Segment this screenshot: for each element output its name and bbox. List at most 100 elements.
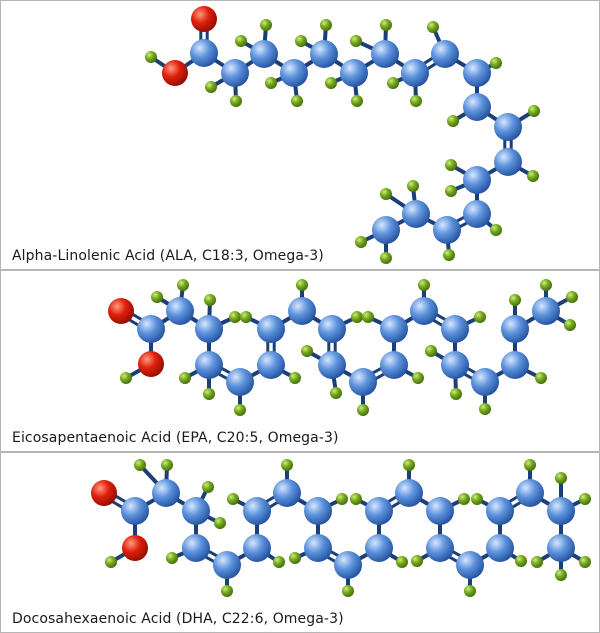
- oxygen-atom: [108, 298, 134, 324]
- carbon-atom: [182, 534, 210, 562]
- hydrogen-atom: [289, 372, 301, 384]
- hydrogen-atom: [579, 556, 591, 568]
- carbon-atom: [456, 551, 484, 579]
- hydrogen-atom: [579, 493, 591, 505]
- carbon-atom: [501, 351, 529, 379]
- carbon-atom: [243, 534, 271, 562]
- carbon-atom: [516, 479, 544, 507]
- carbon-atom: [304, 534, 332, 562]
- hydrogen-atom: [145, 51, 157, 63]
- carbon-atom: [372, 216, 400, 244]
- hydrogen-atom: [179, 372, 191, 384]
- carbon-atom: [257, 315, 285, 343]
- hydrogen-atom: [471, 493, 483, 505]
- carbon-atom: [365, 497, 393, 525]
- hydrogen-atom: [380, 19, 392, 31]
- hydrogen-atom: [443, 249, 455, 261]
- hydrogen-atom: [227, 493, 239, 505]
- carbon-atom: [426, 534, 454, 562]
- carbon-atom: [532, 297, 560, 325]
- hydrogen-atom: [281, 459, 293, 471]
- carbon-atom: [463, 59, 491, 87]
- hydrogen-atom: [260, 19, 272, 31]
- carbon-atom: [318, 351, 346, 379]
- carbon-atom: [486, 497, 514, 525]
- carbon-atom: [318, 315, 346, 343]
- hydrogen-atom: [458, 493, 470, 505]
- carbon-atom: [494, 113, 522, 141]
- hydrogen-atom: [411, 555, 423, 567]
- hydrogen-atom: [351, 95, 363, 107]
- hydrogen-atom: [325, 77, 337, 89]
- carbon-atom: [486, 534, 514, 562]
- hydrogen-atom: [234, 404, 246, 416]
- carbon-atom: [310, 40, 338, 68]
- hydrogen-atom: [229, 311, 241, 323]
- carbon-atom: [365, 534, 393, 562]
- hydrogen-atom: [120, 372, 132, 384]
- carbon-atom: [431, 40, 459, 68]
- carbon-atom: [137, 315, 165, 343]
- carbon-atom: [273, 479, 301, 507]
- hydrogen-atom: [464, 585, 476, 597]
- hydrogen-atom: [407, 180, 419, 192]
- carbon-atom: [152, 479, 180, 507]
- hydrogen-atom: [535, 372, 547, 384]
- carbon-atom: [380, 315, 408, 343]
- hydrogen-atom: [527, 170, 539, 182]
- hydrogen-atom: [515, 555, 527, 567]
- hydrogen-atom: [351, 311, 363, 323]
- hydrogen-atom: [555, 472, 567, 484]
- carbon-atom: [182, 497, 210, 525]
- oxygen-atom: [191, 6, 217, 32]
- carbon-atom: [226, 368, 254, 396]
- hydrogen-atom: [291, 95, 303, 107]
- hydrogen-atom: [479, 403, 491, 415]
- carbon-atom: [402, 200, 430, 228]
- hydrogen-atom: [474, 311, 486, 323]
- molecule-panel-dha: Docosahexaenoic Acid (DHA, C22:6, Omega-…: [0, 452, 600, 633]
- dha-molecule-diagram: [91, 459, 591, 597]
- hydrogen-atom: [166, 552, 178, 564]
- oxygen-atom: [91, 480, 117, 506]
- hydrogen-atom: [412, 372, 424, 384]
- hydrogen-atom: [357, 404, 369, 416]
- carbon-atom: [410, 297, 438, 325]
- carbon-atom: [121, 497, 149, 525]
- hydrogen-atom: [296, 279, 308, 291]
- hydrogen-atom: [177, 279, 189, 291]
- carbon-atom: [243, 497, 271, 525]
- hydrogen-atom: [230, 95, 242, 107]
- hydrogen-atom: [380, 252, 392, 264]
- hydrogen-atom: [221, 585, 233, 597]
- carbon-atom: [195, 351, 223, 379]
- hydrogen-atom: [295, 35, 307, 47]
- carbon-atom: [195, 315, 223, 343]
- hydrogen-atom: [202, 481, 214, 493]
- hydrogen-atom: [301, 345, 313, 357]
- carbon-atom: [395, 479, 423, 507]
- hydrogen-atom: [490, 224, 502, 236]
- hydrogen-atom: [362, 311, 374, 323]
- ala-molecule-diagram: [145, 6, 540, 264]
- carbon-atom: [371, 40, 399, 68]
- oxygen-atom: [162, 60, 188, 86]
- hydrogen-atom: [330, 387, 342, 399]
- hydrogen-atom: [265, 77, 277, 89]
- hydrogen-atom: [450, 388, 462, 400]
- carbon-atom: [380, 351, 408, 379]
- hydrogen-atom: [320, 19, 332, 31]
- carbon-atom: [426, 497, 454, 525]
- hydrogen-atom: [355, 236, 367, 248]
- hydrogen-atom: [336, 493, 348, 505]
- carbon-atom: [257, 351, 285, 379]
- hydrogen-atom: [387, 77, 399, 89]
- hydrogen-atom: [531, 556, 543, 568]
- oxygen-atom: [138, 351, 164, 377]
- hydrogen-atom: [528, 105, 540, 117]
- carbon-atom: [213, 551, 241, 579]
- carbon-atom: [280, 59, 308, 87]
- molecule-panel-ala: Alpha-Linolenic Acid (ALA, C18:3, Omega-…: [0, 0, 600, 270]
- hydrogen-atom: [289, 552, 301, 564]
- hydrogen-atom: [564, 319, 576, 331]
